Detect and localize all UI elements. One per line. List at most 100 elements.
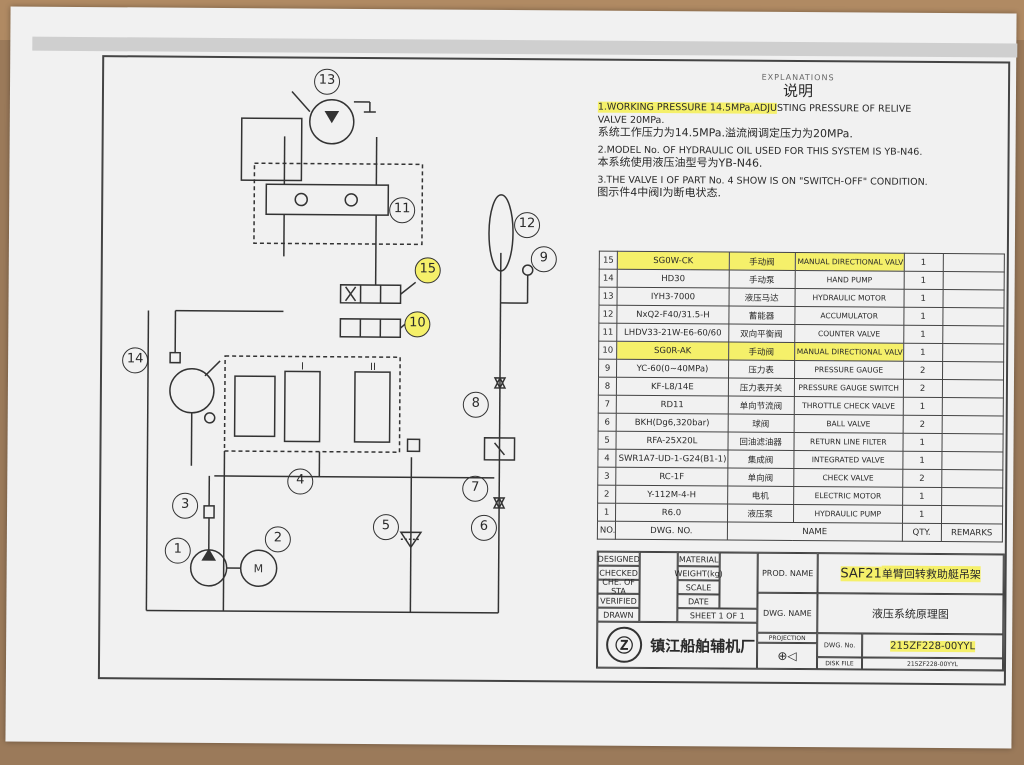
cell-qty: 2 [903,379,943,398]
cell-cn: 回油滤油器 [727,432,794,451]
cell-name: ELECTRIC MOTOR [793,486,903,506]
cell-remarks [942,325,1004,344]
tb-designed: DESIGNED [598,551,640,566]
hand-pump-check-icon [169,351,181,364]
tb-sheet: SHEET 1 OF 1 [677,608,758,623]
tb-date: DATE [677,594,720,609]
manual-directional-valve-10-body [339,318,402,338]
cell-name: CHECK VALVE [793,468,903,488]
cell-dwg: Y-112M-4-H [615,485,728,505]
callout-5: 5 [372,514,400,541]
cell-cn: 手动阀 [728,252,796,271]
cell-cn: 蓄能器 [728,306,795,325]
tb-drawn: DRAWN [597,607,640,622]
valve-15-lever-icon [400,281,417,295]
cell-name: ACCUMULATOR [794,306,904,326]
cell-no: 14 [599,269,618,288]
tb-prod-name-label: PROD. NAME [757,552,818,594]
header-dwg-no: DWG. NO. [615,521,728,541]
tb-dwg-no-label: DWG. No. [817,633,863,658]
check-valve-symbol [406,438,421,453]
cell-name: INTEGRATED VALVE [793,450,903,470]
cell-cn: 单向节流阀 [727,396,795,415]
main-pressure-line [214,475,495,479]
drawing-sheet: I II M 13 11 12 9 15 10 14 8 4 7 3 5 6 2… [5,6,1018,749]
tb-dwg-name-label: DWG. NAME [757,592,818,634]
drain-line [291,90,311,113]
tb-prod-name-code: SAF21 [840,565,882,582]
cell-no: 1 [597,503,616,522]
callout-6: 6 [470,514,498,541]
relief-valve-symbol [233,375,276,438]
callout-8: 8 [462,391,489,418]
header-name: NAME [727,522,903,542]
tb-dwg-no-value: 215ZF228-00YYL [890,640,976,652]
cell-cn: 单向阀 [727,468,794,487]
company-logo-block: Ⓩ 镇江船舶辅机厂 [596,621,758,669]
tb-blank-1 [639,551,678,623]
title-block: DESIGNED CHECKED CHE. OF STA VERIFIED DR… [595,550,1005,672]
cell-name: COUNTER VALVE [794,324,904,344]
cell-no: 11 [598,323,618,342]
note-1-rest: STING PRESSURE OF RELIVE [776,102,912,115]
tb-disk-file: 215ZF228-00YYL [861,657,1004,671]
header-remarks: REMARKS [940,523,1003,542]
cell-qty: 1 [903,307,943,326]
accumulator-12-symbol [488,194,514,272]
note-2: 2.MODEL No. OF HYDRAULIC OIL USED FOR TH… [597,144,997,173]
callout-3: 3 [172,492,199,519]
return-tank-line [146,609,499,614]
cell-remarks [941,451,1003,470]
callout-9: 9 [530,246,557,273]
cell-dwg: HD30 [617,269,729,289]
callout-7: 7 [462,475,489,502]
counter-valve-11-block [253,162,424,246]
cell-dwg: SWR1A7-UD-1-G24(B1-1) [616,449,728,469]
tb-dwg-name: 液压系统原理图 [817,593,1004,635]
cell-no: 8 [598,377,617,396]
tb-weight: WEIGHT(kg) [674,566,723,581]
cell-qty: 2 [903,361,943,380]
pressure-gauge-left-icon [203,412,216,424]
valve-II-symbol [353,371,391,443]
motor-triangle-icon [324,110,340,124]
cell-dwg: RD11 [616,395,729,415]
note-1-cn: 系统工作压力为14.5MPa.溢流阀调定压力为20MPa. [597,125,853,141]
tb-material: MATERIAL [677,552,720,567]
tb-disk-file-label: DISK FILE [816,657,863,670]
cell-cn: 集成阀 [727,450,794,469]
check-valve-3-symbol [203,505,215,519]
cell-remarks [941,379,1004,398]
cell-remarks [942,343,1004,362]
cell-cn: 电机 [727,486,794,505]
callout-12: 12 [513,212,541,239]
company-name: 镇江船舶辅机厂 [650,636,756,656]
cell-qty: 1 [903,343,943,362]
cell-remarks [941,415,1004,434]
cell-no: 7 [598,395,617,414]
note-3: 3.THE VALVE Ⅰ OF PART No. 4 SHOW IS ON "… [597,174,997,203]
parts-list-header-row: NO. DWG. NO. NAME QTY. REMARKS [597,521,1003,542]
cell-no: 2 [597,485,616,504]
pump-triangle-icon [201,548,217,561]
cell-qty: 1 [902,451,942,470]
tb-che-of-sta: CHE. OF STA [597,578,640,596]
hydraulic-motor-13-symbol [309,98,355,145]
pressure-gauge-9-icon [522,264,534,276]
cell-cn: 手动泵 [728,270,795,289]
cell-dwg: SG0R-AK [616,341,729,361]
explanations-notes: EXPLANATIONS 说明 1.WORKING PRESSURE 14.5M… [597,71,998,207]
note-1: 1.WORKING PRESSURE 14.5MPa,ADJUSTING PRE… [597,101,998,143]
callout-4: 4 [287,468,314,495]
cell-cn: 球阀 [727,414,794,433]
callout-15: 15 [414,257,441,284]
callout-11: 11 [389,197,416,224]
note-1-highlight: 1.WORKING PRESSURE 14.5MPa,ADJU [597,101,778,114]
tb-scale: SCALE [677,580,720,595]
cell-name: MANUAL DIRECTIONAL VALVE [794,252,905,272]
cell-remarks [942,361,1004,380]
tb-dwg-no: 215ZF228-00YYL [862,633,1004,659]
hand-pump-14-symbol [169,368,215,414]
